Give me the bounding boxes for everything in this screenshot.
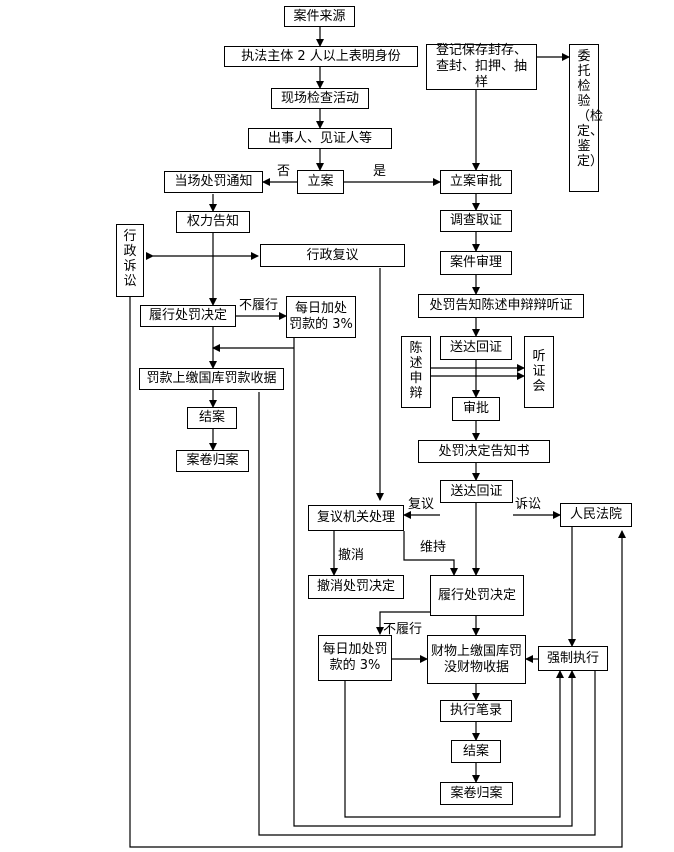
- node-site-inspection: 现场检查活动: [271, 88, 369, 109]
- node-revoke-decision: 撤消处罚决定: [308, 575, 404, 599]
- node-decision-notice: 处罚决定告知书: [418, 440, 550, 463]
- node-statement-defense: 陈述申辩: [401, 336, 431, 408]
- edge-label-yes: 是: [373, 164, 387, 179]
- node-delivery-receipt-1: 送达回证: [440, 336, 512, 360]
- node-perform-decision-left: 履行处罚决定: [140, 305, 236, 327]
- node-hearing: 听证会: [524, 336, 554, 408]
- node-parties-witness: 出事人、见证人等: [248, 128, 392, 149]
- node-penalty-notice-hearing: 处罚告知陈述申辩辩听证: [418, 294, 584, 318]
- edge-label-litigation: 诉讼: [515, 497, 542, 512]
- node-file-case: 立案: [297, 170, 344, 194]
- edge-label-review: 复议: [408, 497, 435, 512]
- edge-label-not-perform-left: 不履行: [239, 298, 279, 313]
- node-onsite-penalty: 当场处罚通知: [164, 171, 263, 193]
- node-archive-left: 案卷归案: [176, 450, 249, 472]
- node-close-case-left: 结案: [187, 407, 237, 429]
- node-investigation: 调查取证: [440, 210, 512, 232]
- node-case-source: 案件来源: [284, 6, 355, 27]
- node-register-preserve: 登记保存封存、查封、扣押、抽样: [426, 43, 537, 90]
- edge-label-maintain: 维持: [420, 540, 447, 555]
- node-perform-decision-right: 履行处罚决定: [430, 575, 524, 616]
- edge-label-not-perform-right: 不履行: [383, 622, 423, 637]
- node-enforcement: 强制执行: [538, 646, 608, 671]
- node-fine-receipt: 罚款上缴国库罚款收据: [139, 368, 284, 390]
- node-daily-fine-right: 每日加处罚款的 3%: [318, 635, 392, 681]
- edge-label-revoke: 撤消: [338, 548, 365, 563]
- edge-label-no: 否: [277, 164, 291, 179]
- node-archive-right: 案卷归案: [440, 782, 513, 805]
- node-rights-notice: 权力告知: [176, 211, 250, 233]
- node-daily-fine-left: 每日加处罚款的 3%: [286, 296, 356, 338]
- node-people-court: 人民法院: [560, 503, 632, 527]
- node-delivery-receipt-2: 送达回证: [440, 480, 513, 503]
- node-review-authority: 复议机关处理: [308, 505, 404, 531]
- node-case-approval: 立案审批: [440, 170, 512, 194]
- node-close-case-right: 结案: [451, 740, 501, 763]
- node-approval: 审批: [452, 397, 500, 421]
- node-case-review: 案件审理: [440, 251, 512, 275]
- node-officers-identify: 执法主体 2 人以上表明身份: [224, 46, 418, 67]
- node-execution-record: 执行笔录: [440, 700, 512, 722]
- node-admin-litigation-left: 行政诉讼: [116, 224, 144, 297]
- node-property-receipt: 财物上缴国库罚没财物收据: [427, 635, 526, 684]
- node-admin-review: 行政复议: [260, 244, 405, 267]
- node-entrust-inspection: 委托检验（检定、鉴定）: [569, 44, 603, 192]
